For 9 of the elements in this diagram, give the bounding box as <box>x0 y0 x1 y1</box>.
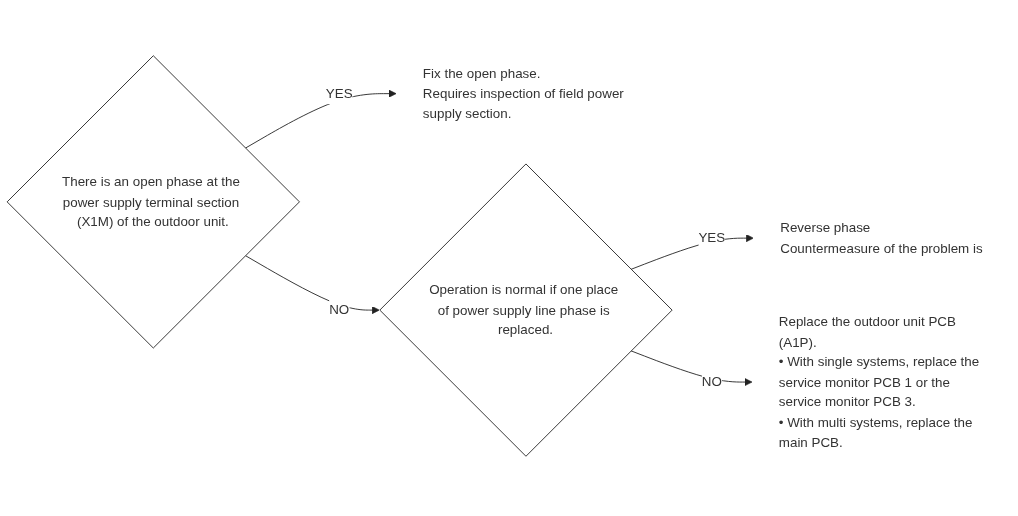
node-text: Fix the open phase. Requires inspection of field power supply section. <box>422 65 624 121</box>
node-text: Reverse phase Countermeasure of the problem is <box>780 219 983 256</box>
edge-label: YES <box>325 85 353 101</box>
node-diamond: Operation is normal if one place of power supply line phase is replaced. <box>379 163 673 457</box>
node-text: Replace the outdoor unit PCB (A1P). • With single systems, replace the service monitor PCB 1 or the service monitor PCB 3. • With multi systems, replace the main PCB. <box>778 313 980 450</box>
edge-label: NO <box>329 301 350 318</box>
edge-label: NO <box>701 373 722 390</box>
edge-label: YES <box>698 229 726 246</box>
node-diamond: There is an open phase at the power supply terminal section (X1M) of the outdoor unit. <box>6 55 300 349</box>
